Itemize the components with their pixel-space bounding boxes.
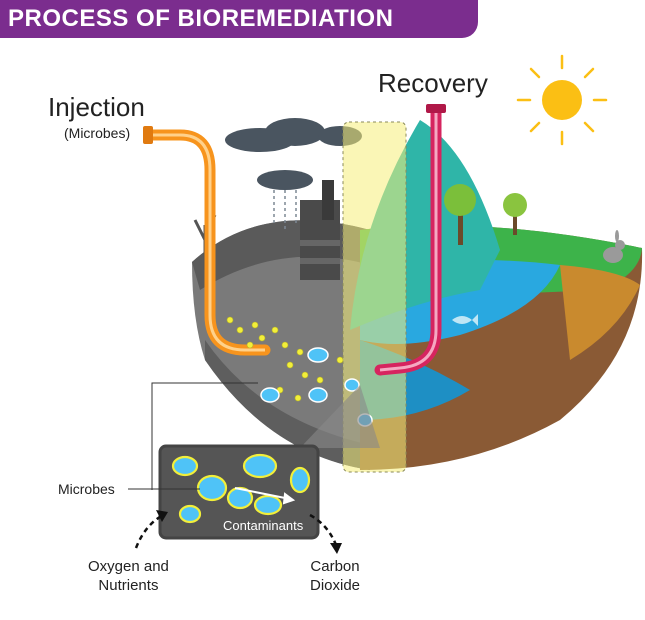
microbes-label: Microbes (58, 481, 115, 497)
fish-icon (452, 314, 478, 326)
microbe-dots (226, 316, 344, 402)
injection-valve (143, 126, 153, 144)
co2-label-line2: Dioxide (310, 577, 361, 594)
contaminants-label: Contaminants (223, 518, 304, 533)
recovery-label: Recovery (378, 68, 488, 98)
recovery-valve (426, 104, 446, 113)
page-title: PROCESS OF BIOREMEDIATION (8, 5, 394, 32)
carbon-dioxide-label: Carbon Dioxide (310, 557, 360, 595)
rabbit-icon (603, 230, 625, 263)
oxygen-label-line2: Nutrients (98, 577, 159, 594)
factory-icon (300, 180, 340, 280)
oxygen-arrow (134, 510, 168, 549)
oxygen-nutrients-label: Oxygen and Nutrients (88, 557, 169, 595)
injection-label: Injection (48, 92, 145, 122)
smoke-cloud-icon (225, 118, 362, 190)
tree-icon (444, 184, 527, 245)
callout-line (151, 382, 258, 490)
injection-sublabel: (Microbes) (64, 125, 131, 141)
co2-arrow (309, 513, 342, 554)
title-banner: PROCESS OF BIOREMEDIATION (0, 0, 478, 38)
zoom-arrows (234, 487, 296, 505)
co2-label-line1: Carbon (310, 558, 360, 575)
sun-icon (516, 54, 608, 146)
oxygen-label-line1: Oxygen and (88, 558, 169, 575)
zoom-contaminants (171, 453, 311, 524)
zoom-cone (300, 385, 380, 448)
